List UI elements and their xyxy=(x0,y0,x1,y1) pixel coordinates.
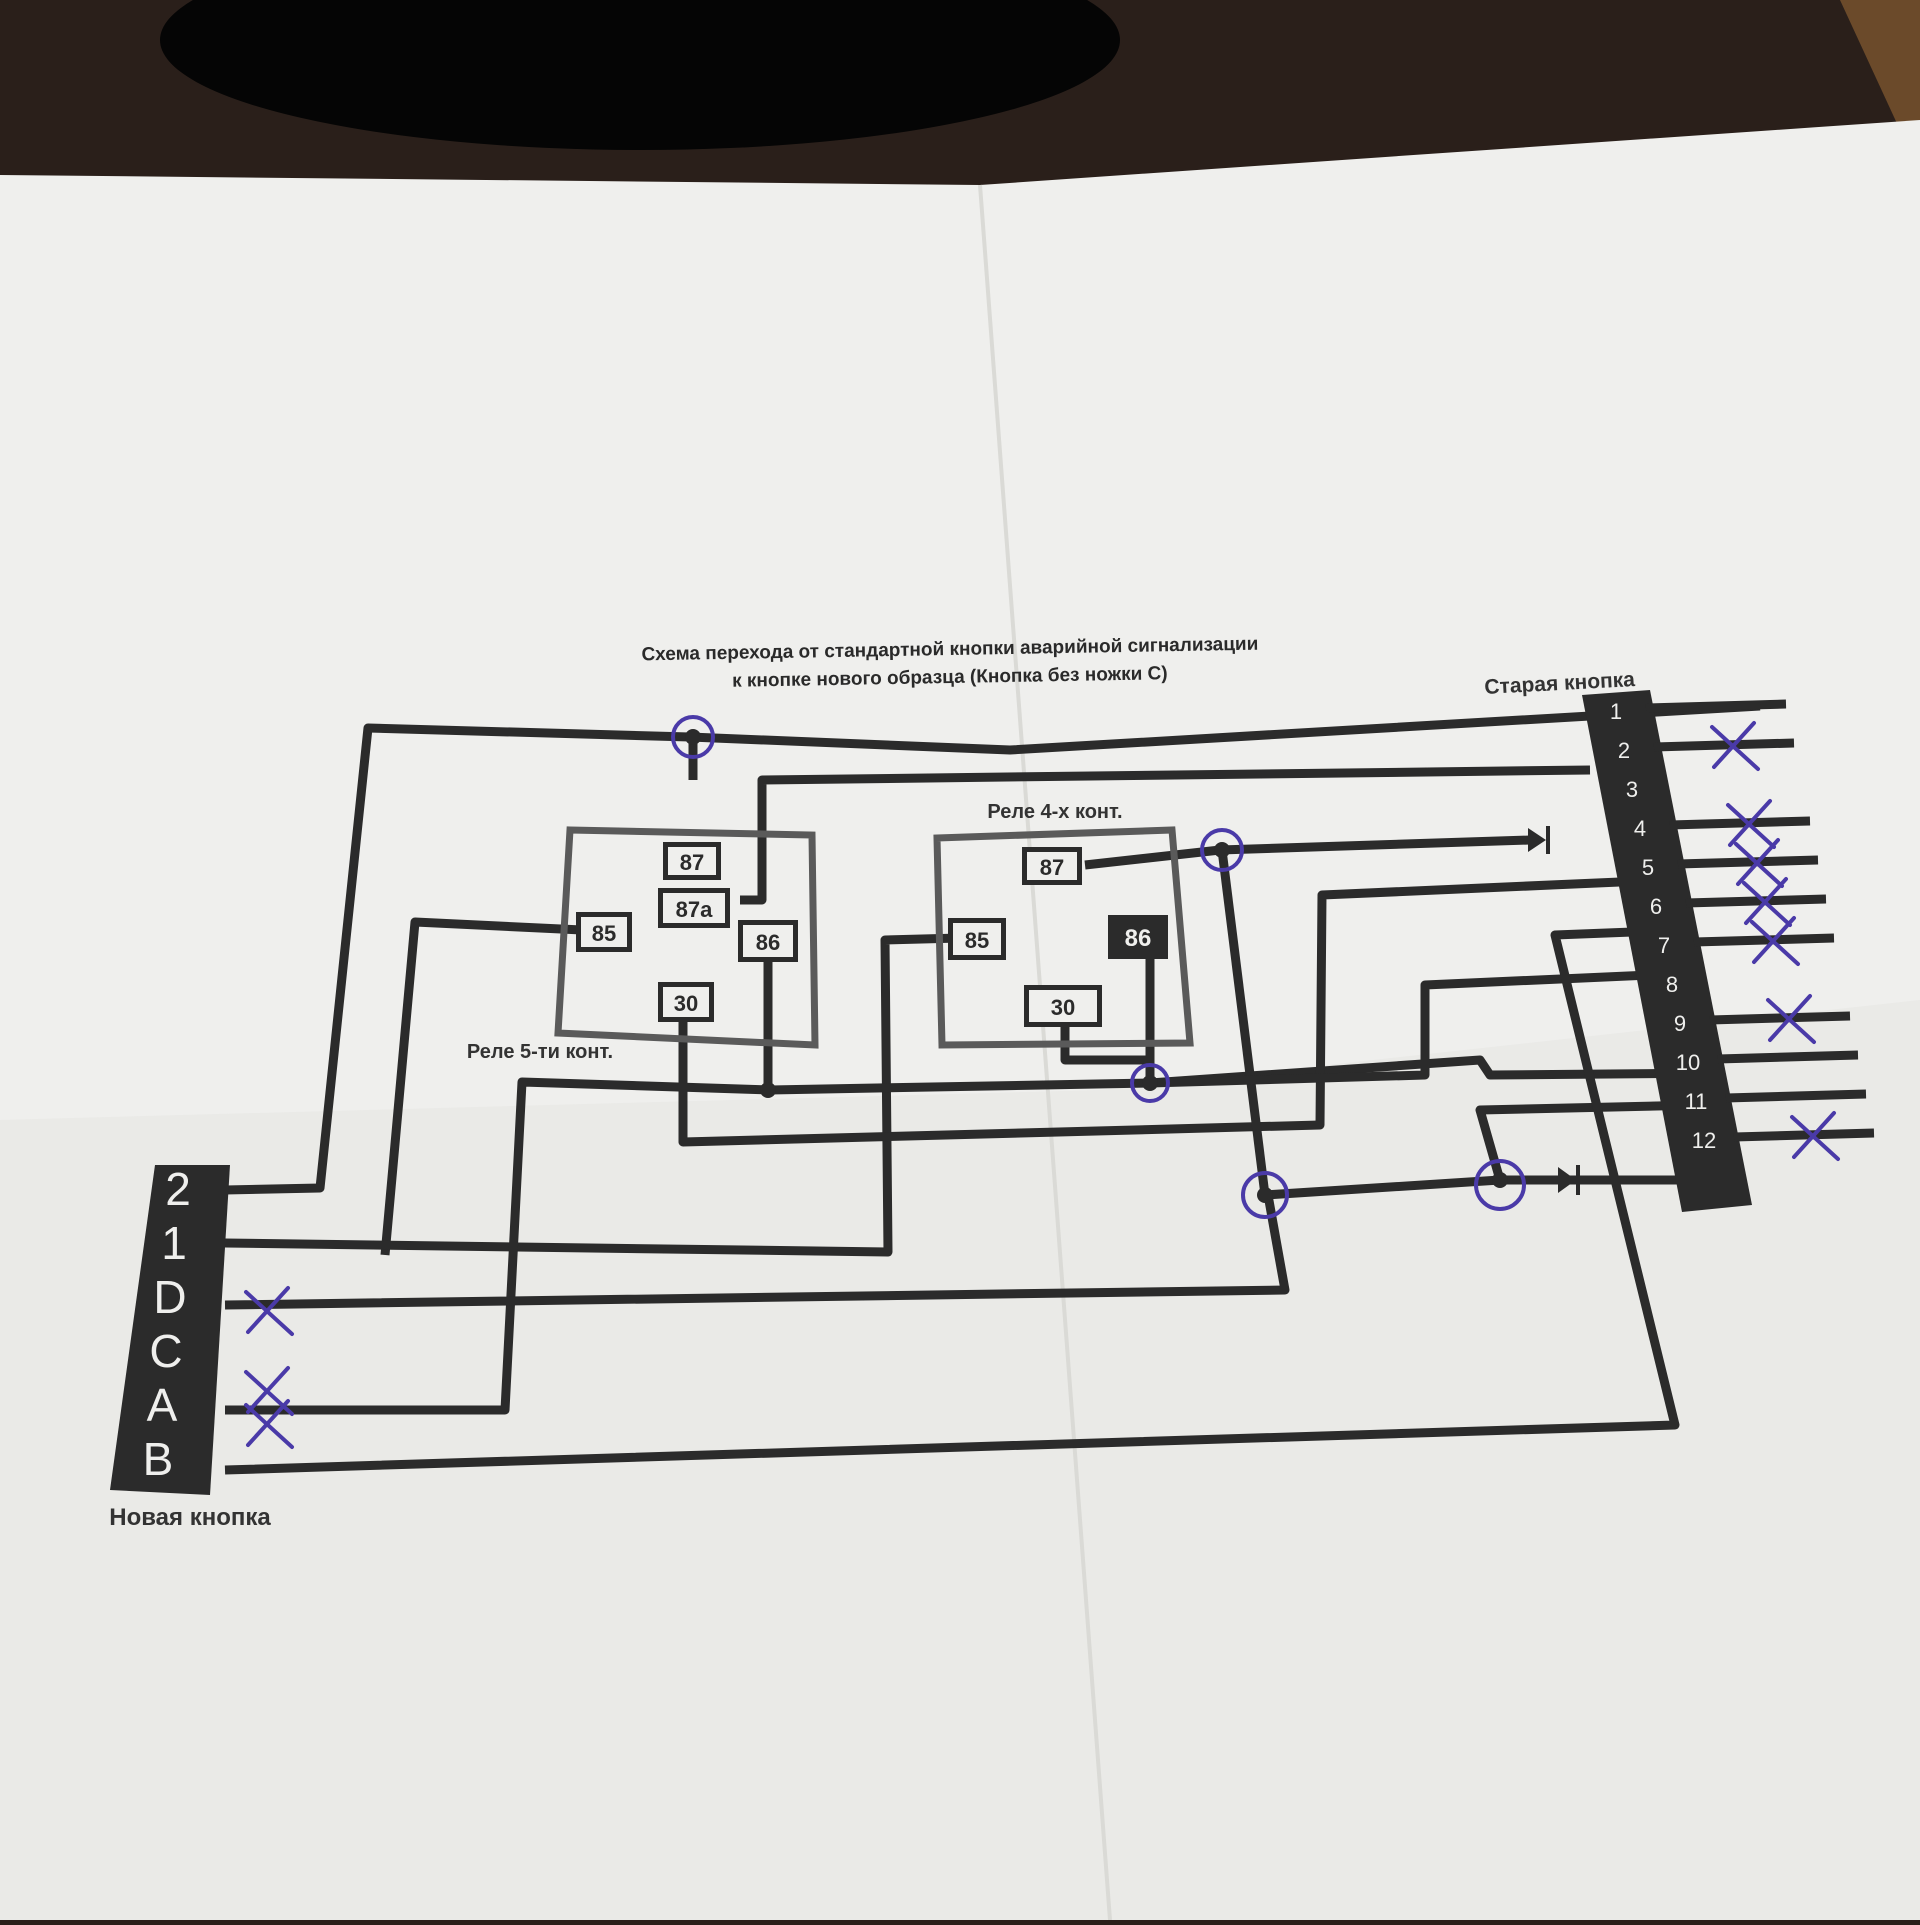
wire-30-left xyxy=(678,877,1621,1147)
pen-circle-junction-left xyxy=(1241,1171,1289,1219)
old-pin-3: 3 xyxy=(1626,777,1638,802)
old-pin-stub-4 xyxy=(1669,816,1811,830)
pen-x-old-9 xyxy=(1766,994,1816,1044)
old-pin-2: 2 xyxy=(1618,738,1630,763)
old-pin-stub-11 xyxy=(1725,1089,1867,1103)
new-pin-C: C xyxy=(149,1325,182,1377)
dark-object xyxy=(160,0,1120,150)
relay4-terminal-30: 30 xyxy=(1024,985,1102,1027)
relay4-terminal-87: 87 xyxy=(1022,847,1082,885)
pen-x-old-12 xyxy=(1790,1111,1840,1161)
pen-x-old-2 xyxy=(1710,721,1760,771)
relay4-30-label: 30 xyxy=(1051,995,1075,1020)
old-pin-stub-10 xyxy=(1717,1050,1859,1064)
old-pin-stub-9 xyxy=(1709,1011,1851,1025)
old-pin-stub-5 xyxy=(1677,855,1819,869)
diode-top xyxy=(1528,826,1550,854)
relay5-terminal-30: 30 xyxy=(658,982,714,1022)
relay5-terminal-85: 85 xyxy=(576,912,632,952)
relay4-terminal-86: 86 xyxy=(1108,915,1168,959)
new-button-label: Новая кнопка xyxy=(109,1504,271,1531)
wire-pin2-to-old1 xyxy=(224,701,1761,1195)
wire-pinC xyxy=(225,1055,1721,1415)
relay4-terminal-85: 85 xyxy=(948,918,1006,960)
old-pin-8: 8 xyxy=(1666,972,1678,997)
new-pin-2: 2 xyxy=(165,1163,191,1215)
relay5-86-label: 86 xyxy=(756,930,780,955)
wire-pinD xyxy=(224,1194,1290,1310)
wire-j1-down xyxy=(1217,849,1270,1196)
relay5-85-label: 85 xyxy=(592,921,616,946)
old-pin-9: 9 xyxy=(1674,1011,1686,1036)
old-pin-stub-1 xyxy=(1645,699,1787,713)
relay4-outline xyxy=(933,826,1194,1049)
old-pin-10: 10 xyxy=(1676,1050,1700,1075)
old-pin-12: 12 xyxy=(1692,1128,1716,1153)
old-pin-11: 11 xyxy=(1685,1089,1708,1114)
relay5-terminal-87: 87 xyxy=(663,842,721,880)
wire-j3-to-old10 xyxy=(1475,1100,1701,1182)
relay5-outline xyxy=(554,826,819,1049)
junction-dots xyxy=(685,729,1508,1203)
old-pin-5: 5 xyxy=(1642,855,1654,880)
paper-fold xyxy=(978,184,1112,1921)
old-pin-4: 4 xyxy=(1634,816,1646,841)
relay5-87-label: 87 xyxy=(680,850,704,875)
relay5-label: Реле 5-ти конт. xyxy=(467,1041,613,1063)
pen-x-new-D xyxy=(244,1286,294,1336)
relay5-terminal-87a: 87a xyxy=(658,888,730,928)
wood-corner xyxy=(1840,0,1920,130)
pen-circle-relay4-87 xyxy=(1200,828,1244,872)
pen-circle-junction-right xyxy=(1474,1159,1526,1211)
relay4-87-label: 87 xyxy=(1040,855,1064,880)
relay4-85-label: 85 xyxy=(965,928,989,953)
pen-x-old-5 xyxy=(1734,838,1784,888)
pen-x-old-4 xyxy=(1726,799,1776,849)
diode-bottom xyxy=(1558,1165,1580,1195)
relay4-86-label: 86 xyxy=(1125,925,1152,952)
wire-85-left xyxy=(380,917,583,1256)
pen-circle-relay5-87 xyxy=(671,715,715,759)
old-pin-7: 7 xyxy=(1658,933,1670,958)
new-pin-1: 1 xyxy=(161,1217,187,1269)
old-pin-stub-6 xyxy=(1685,894,1827,908)
old-pin-stub-7 xyxy=(1693,933,1835,947)
pen-x-old-6 xyxy=(1742,877,1792,927)
new-pin-B: B xyxy=(143,1433,174,1485)
old-pin-6: 6 xyxy=(1650,894,1662,919)
wire-pinB-to-old6 xyxy=(224,925,1686,1475)
relay4-label: Реле 4-х конт. xyxy=(987,801,1122,823)
old-pin-stub-12 xyxy=(1733,1128,1875,1142)
wire-to-old7 xyxy=(1149,970,1651,1088)
pen-junction-marks xyxy=(671,715,1526,1219)
new-pin-D: D xyxy=(153,1271,186,1323)
wire-pin1 xyxy=(224,933,961,1257)
relay5-87a-label: 87a xyxy=(676,897,713,922)
relay5-terminal-86: 86 xyxy=(738,920,798,962)
paper-shadow xyxy=(0,1000,1920,1920)
pen-circle-relay4-86 xyxy=(1130,1063,1170,1103)
pen-x-old-7 xyxy=(1750,916,1800,966)
old-pin-stub-2 xyxy=(1653,738,1795,752)
pen-x-new-A xyxy=(244,1399,294,1449)
new-pin-A: A xyxy=(147,1379,178,1431)
pen-x-marks xyxy=(244,721,1840,1449)
old-button-stubs xyxy=(1645,699,1875,1142)
old-pin-1: 1 xyxy=(1610,699,1622,724)
wires xyxy=(224,701,1761,1475)
relay5-30-label: 30 xyxy=(674,991,698,1016)
wire-87a-to-old3 xyxy=(740,765,1591,905)
